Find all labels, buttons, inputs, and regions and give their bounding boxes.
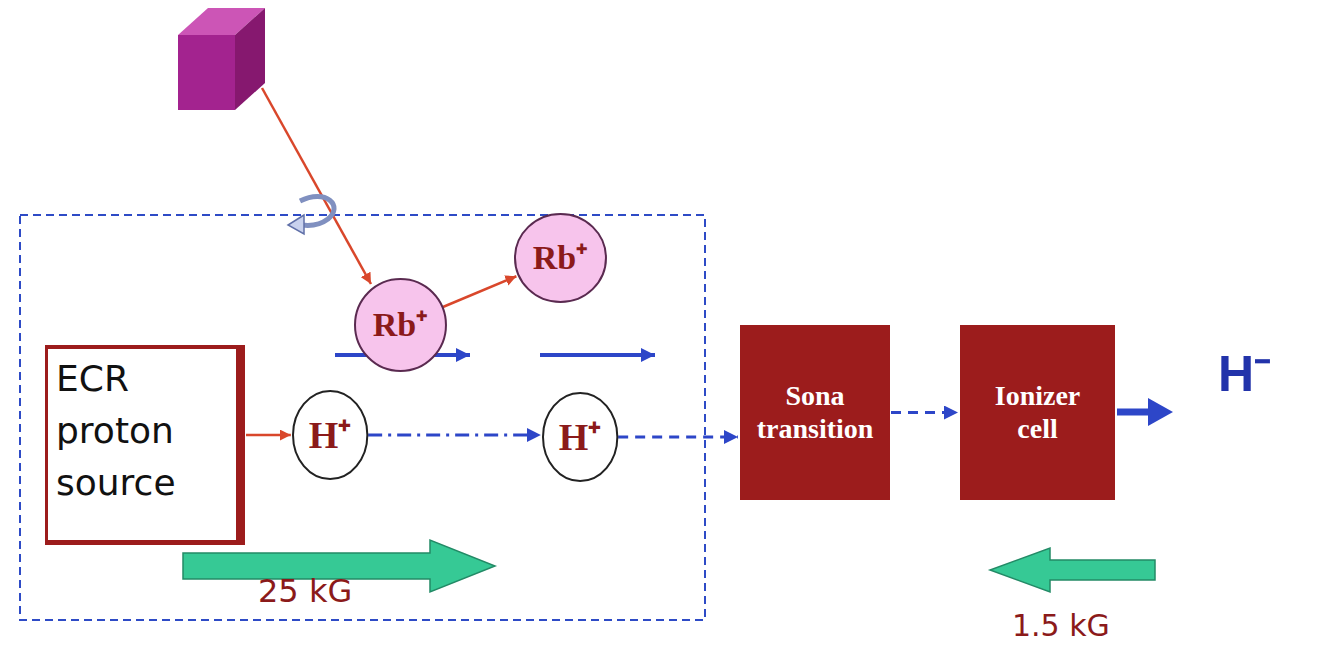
rubidium-circle: Rb⁺ bbox=[355, 279, 446, 371]
box-label: Sona transition bbox=[755, 380, 875, 444]
ion-label: Rb⁺ bbox=[373, 308, 427, 342]
connector-arrow bbox=[618, 436, 738, 439]
process-box: Ionizer cell bbox=[960, 325, 1115, 500]
laser-cube-side bbox=[235, 8, 265, 110]
polarization-symbol bbox=[300, 196, 334, 225]
connector-arrow bbox=[246, 434, 291, 437]
output-ion-label: H⁻ bbox=[1218, 338, 1271, 406]
connector-arrow bbox=[443, 276, 516, 307]
proton-circle: H⁺ bbox=[543, 393, 617, 481]
output-arrowhead bbox=[1148, 398, 1173, 426]
circle-shape bbox=[543, 393, 617, 481]
laser-cube-front bbox=[178, 35, 235, 110]
circle-shape bbox=[293, 391, 367, 479]
process-box: Sona transition bbox=[740, 325, 890, 500]
circle-shape bbox=[355, 279, 446, 371]
field-strength-label: 1.5 kG bbox=[1012, 608, 1110, 643]
circle-shape bbox=[515, 214, 606, 302]
ion-label: H⁺ bbox=[309, 416, 352, 454]
proton-circle: H⁺ bbox=[293, 391, 367, 479]
field-direction-arrow bbox=[990, 548, 1155, 592]
ion-label: Rb⁺ bbox=[533, 241, 587, 275]
connector-arrow bbox=[368, 434, 541, 437]
polarization-arrowhead bbox=[288, 215, 304, 234]
box-label: ECR proton source bbox=[48, 349, 236, 540]
box-label: Ionizer cell bbox=[978, 380, 1098, 444]
laser-beam bbox=[262, 88, 371, 284]
spin-arrow bbox=[540, 353, 655, 357]
output-arrow bbox=[1117, 409, 1150, 416]
connector-arrow bbox=[891, 411, 958, 414]
field-region bbox=[20, 215, 705, 620]
source-box: ECR proton source bbox=[45, 345, 245, 545]
ion-label: H⁺ bbox=[559, 418, 602, 456]
rubidium-circle: Rb⁺ bbox=[515, 214, 606, 302]
field-strength-label: 25 kG bbox=[258, 572, 352, 610]
